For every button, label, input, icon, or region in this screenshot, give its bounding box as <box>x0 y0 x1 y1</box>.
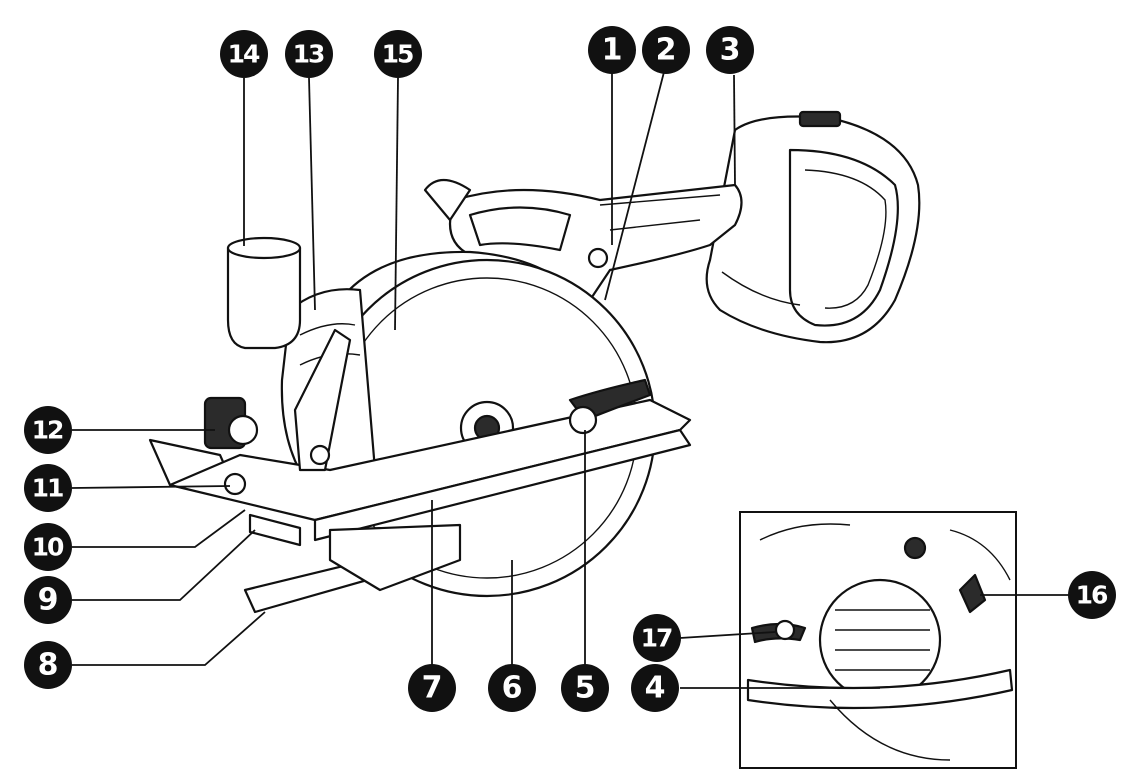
svg-text:16: 16 <box>1076 581 1108 610</box>
callout-13: 13 <box>285 30 333 78</box>
svg-text:7: 7 <box>422 671 443 706</box>
svg-text:12: 12 <box>32 416 63 445</box>
callout-5: 5 <box>561 664 609 712</box>
depth-lock-knob <box>203 396 259 450</box>
handle <box>423 178 743 302</box>
callout-8: 8 <box>24 641 72 689</box>
callout-1: 1 <box>588 26 636 74</box>
callout-10: 10 <box>24 523 72 571</box>
callout-14: 14 <box>220 30 268 78</box>
callout-11: 11 <box>24 464 72 512</box>
callout-16: 16 <box>1068 571 1116 619</box>
svg-text:10: 10 <box>32 533 64 562</box>
bevel-lever <box>568 247 652 435</box>
svg-text:13: 13 <box>293 40 324 69</box>
callout-17: 17 <box>633 614 681 662</box>
callout-6: 6 <box>488 664 536 712</box>
callout-2: 2 <box>642 26 690 74</box>
callouts: 1 2 3 4 5 6 7 8 <box>24 26 1116 712</box>
svg-text:17: 17 <box>641 624 672 653</box>
dust-port <box>226 236 302 350</box>
callout-3: 3 <box>706 26 754 74</box>
svg-text:2: 2 <box>656 33 677 68</box>
svg-text:9: 9 <box>38 583 59 618</box>
callout-12: 12 <box>24 406 72 454</box>
leader-lines <box>71 71 1070 689</box>
detail-inset <box>739 511 1017 769</box>
riving-knife <box>293 328 352 472</box>
svg-text:15: 15 <box>382 40 413 69</box>
saw-illustration <box>148 110 921 614</box>
base-plate <box>148 398 692 547</box>
svg-text:1: 1 <box>602 33 623 68</box>
callout-9: 9 <box>24 576 72 624</box>
svg-text:4: 4 <box>645 671 666 706</box>
svg-text:6: 6 <box>502 671 523 706</box>
svg-text:3: 3 <box>720 33 741 68</box>
callout-15: 15 <box>374 30 422 78</box>
svg-text:14: 14 <box>228 40 260 69</box>
rip-fence <box>243 523 462 614</box>
svg-text:11: 11 <box>32 474 63 503</box>
callout-4: 4 <box>631 664 679 712</box>
svg-text:5: 5 <box>575 671 596 706</box>
battery-pack <box>705 110 921 344</box>
callout-7: 7 <box>408 664 456 712</box>
svg-text:8: 8 <box>38 648 59 683</box>
